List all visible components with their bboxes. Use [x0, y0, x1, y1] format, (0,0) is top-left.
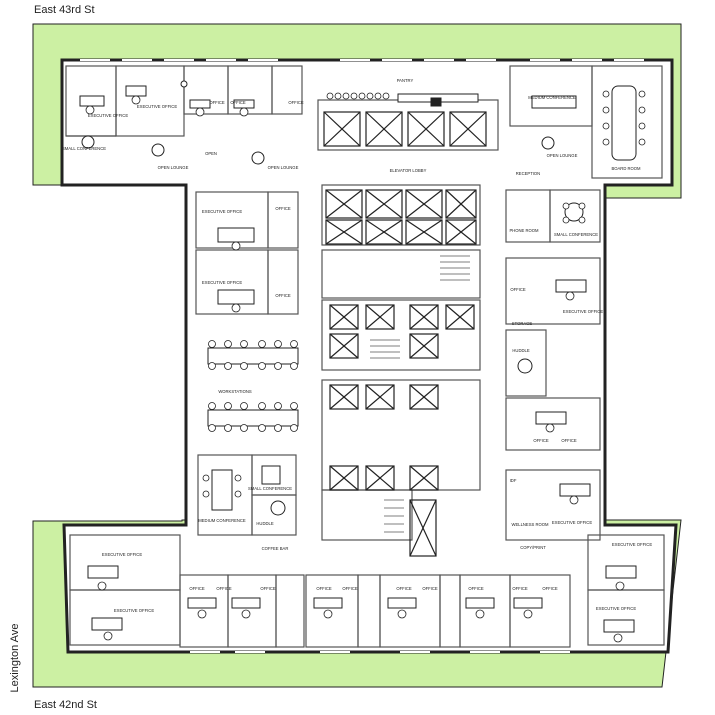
- label-executive-office-2: EXECUTIVE OFFICE: [137, 104, 177, 109]
- label-medium-conference-1: MEDIUM CONFERENCE: [528, 95, 576, 100]
- label-executive-office-8: EXECUTIVE OFFICE: [612, 542, 652, 547]
- label-executive-office-5: EXECUTIVE OFFICE: [563, 309, 603, 314]
- label-office-8: OFFICE: [561, 438, 577, 443]
- label-open-lounge-2: OPEN LOUNGE: [268, 165, 299, 170]
- window-marks: [80, 59, 644, 653]
- label-office-16: OFFICE: [468, 586, 484, 591]
- label-storage: STORAGE: [512, 321, 533, 326]
- label-executive-office-3: EXECUTIVE OFFICE: [202, 209, 242, 214]
- label-pantry: PANTRY: [397, 78, 414, 83]
- label-executive-office-9: EXECUTIVE OFFICE: [114, 608, 154, 613]
- label-executive-office-4: EXECUTIVE OFFICE: [202, 280, 242, 285]
- label-office-14: OFFICE: [396, 586, 412, 591]
- label-office-17: OFFICE: [512, 586, 528, 591]
- label-office-10: OFFICE: [216, 586, 232, 591]
- label-office-2: OFFICE: [230, 100, 246, 105]
- elevator-cabs: [323, 111, 487, 557]
- label-huddle-2: HUDDLE: [256, 521, 273, 526]
- label-small-conference-3: SMALL CONFERENCE: [248, 486, 292, 491]
- label-executive-office-7: EXECUTIVE OFFICE: [102, 552, 142, 557]
- label-idf: IDF: [510, 478, 517, 483]
- label-office-7: OFFICE: [533, 438, 549, 443]
- street-label-south: East 42nd St: [34, 699, 97, 711]
- label-executive-office-6: EXECUTIVE OFFICE: [552, 520, 592, 525]
- label-small-conference-1: SMALL CONFERENCE: [62, 146, 106, 151]
- label-open-lounge-3: OPEN LOUNGE: [547, 153, 578, 158]
- label-open-lounge-1: OPEN LOUNGE: [158, 165, 189, 170]
- label-elevator-lobby: ELEVATOR LOBBY: [390, 168, 427, 173]
- label-office-18: OFFICE: [542, 586, 558, 591]
- label-office-1: OFFICE: [209, 100, 225, 105]
- label-small-conference-2: SMALL CONFERENCE: [554, 232, 598, 237]
- label-executive-office-1: EXECUTIVE OFFICE: [88, 113, 128, 118]
- round-tables: [81, 80, 584, 516]
- label-huddle-1: HUDDLE: [512, 348, 529, 353]
- room-labels: PANTRY EXECUTIVE OFFICE EXECUTIVE OFFICE…: [62, 78, 652, 613]
- label-office-5: OFFICE: [275, 293, 291, 298]
- label-office-15: OFFICE: [422, 586, 438, 591]
- label-open: OPEN: [205, 151, 217, 156]
- label-board-room: BOARD ROOM: [611, 166, 641, 171]
- chairs: [85, 90, 646, 643]
- label-workstations: WORKSTATIONS: [218, 389, 252, 394]
- label-reception: RECEPTION: [516, 171, 540, 176]
- label-executive-office-10: EXECUTIVE OFFICE: [596, 606, 636, 611]
- label-office-12: OFFICE: [316, 586, 332, 591]
- label-copy-print: COPY/PRINT: [520, 545, 546, 550]
- label-medium-conference-2: MEDIUM CONFERENCE: [198, 518, 246, 523]
- label-office-11: OFFICE: [260, 586, 276, 591]
- label-office-3: OFFICE: [288, 100, 304, 105]
- label-office-6: OFFICE: [510, 287, 526, 292]
- street-label-north: East 43rd St: [34, 4, 95, 16]
- stairs: [370, 249, 470, 541]
- label-office-9: OFFICE: [189, 586, 205, 591]
- label-office-4: OFFICE: [275, 206, 291, 211]
- label-office-13: OFFICE: [342, 586, 358, 591]
- label-coffee-bar: COFFEE BAR: [262, 546, 289, 551]
- label-phone-room: PHONE ROOM: [509, 228, 539, 233]
- label-wellness-room: WELLNESS ROOM: [512, 522, 550, 527]
- furniture: [79, 85, 637, 633]
